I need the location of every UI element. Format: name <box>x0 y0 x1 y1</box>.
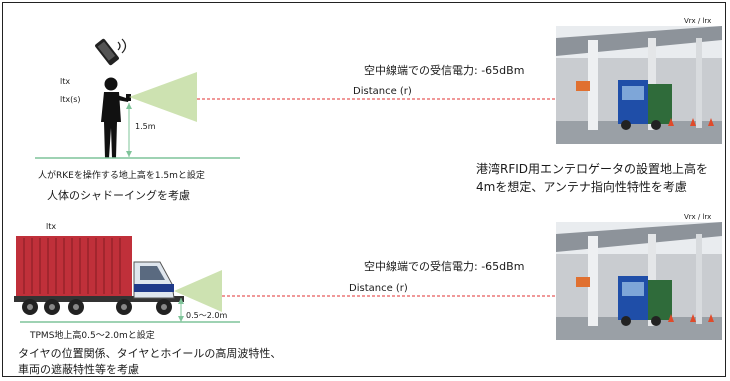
height-label: 0.5～2.0m <box>186 311 228 320</box>
gate-photo <box>556 26 722 144</box>
distance-label: Distance (r) <box>353 86 412 97</box>
gate-caption-line2: 4mを想定、アンテナ指向性特性を考慮 <box>476 180 687 194</box>
signal-wave-icon <box>117 38 127 54</box>
transmit-beam <box>174 270 222 312</box>
section-caption-line2: 車両の遮蔽特性等を考慮 <box>18 363 139 376</box>
ltx-label: ltx <box>60 77 71 86</box>
ground-caption: TPMS地上高0.5～2.0mと設定 <box>30 331 155 341</box>
transmit-beam <box>129 72 197 122</box>
height-label: 1.5m <box>135 122 156 131</box>
receiver-label: Vrx / lrx <box>684 213 712 221</box>
receiver-label: Vrx / lrx <box>684 17 712 25</box>
received-power-label: 空中線端での受信電力: -65dBm <box>364 64 525 77</box>
ground-caption: 人がRKEを操作する地上高を1.5mと設定 <box>38 171 205 181</box>
distance-label: Distance (r) <box>349 283 408 294</box>
ltx-label: ltx <box>46 222 57 231</box>
gate-photo <box>556 222 722 340</box>
section-caption-line1: タイヤの位置関係、タイヤとホイールの高周波特性、 <box>18 347 282 360</box>
smartphone-icon <box>95 38 119 66</box>
gate-caption-line1: 港湾RFID用エンテロゲータの設置地上高を <box>476 162 709 176</box>
section-caption: 人体のシャドーイングを考慮 <box>47 189 190 202</box>
ltx-s-label: ltx(s) <box>60 95 81 104</box>
truck-icon <box>14 236 184 315</box>
received-power-label: 空中線端での受信電力: -65dBm <box>364 260 525 273</box>
